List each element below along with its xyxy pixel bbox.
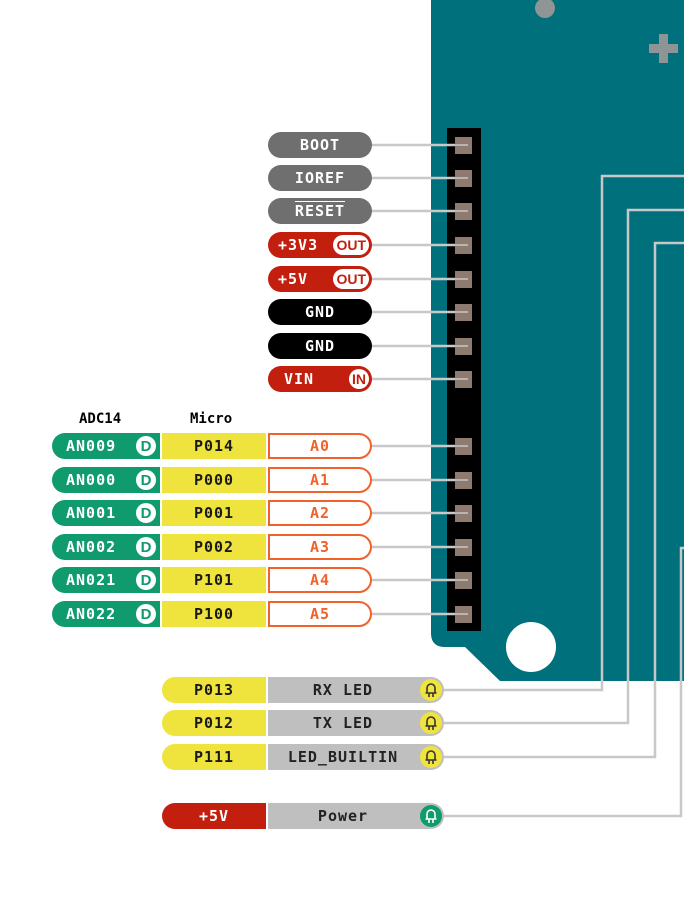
analog-pin-label-text: A5 — [309, 605, 331, 623]
analog-pin-label-text: A3 — [309, 538, 331, 556]
micro-pin-label-text: P101 — [193, 571, 235, 589]
trace-rx-led — [444, 174, 684, 692]
analog-pin-label: A0 — [268, 433, 372, 459]
led-label-text: LED_BUILTIN — [287, 748, 399, 766]
micro-pin-label: P000 — [162, 467, 266, 493]
pin-label-reset-text: RESET — [294, 202, 346, 220]
led-icon — [420, 746, 442, 768]
micro-pin-label-text: P014 — [193, 437, 235, 455]
analog-pin-label-text: A1 — [309, 471, 331, 489]
column-header-adc: ADC14 — [79, 411, 122, 427]
pin-label-5v: +5V OUT — [268, 266, 372, 292]
adc-channel-label-text: AN022 — [66, 605, 117, 623]
analog-pin-label-text: A0 — [309, 437, 331, 455]
led-icon — [420, 679, 442, 701]
led-micro-pin-label-text: P111 — [193, 748, 235, 766]
analog-pin-label: A2 — [268, 500, 372, 526]
pin-label-boot-text: BOOT — [299, 136, 341, 154]
pin-label-vin-text: VIN — [284, 370, 315, 388]
led-icon — [420, 805, 442, 827]
digital-badge-icon: D — [136, 570, 156, 590]
pin-label-boot: BOOT — [268, 132, 372, 158]
adc-channel-label-text: AN001 — [66, 504, 117, 522]
led-micro-pin-label-text: P012 — [193, 714, 235, 732]
analog-pin-label: A4 — [268, 567, 372, 593]
plus-marking-icon — [649, 34, 678, 63]
led-label-text: TX LED — [312, 714, 374, 732]
digital-badge-icon: D — [136, 470, 156, 490]
digital-badge-icon: D — [136, 436, 156, 456]
pin-label-gnd: GND — [268, 333, 372, 359]
micro-pin-label: P014 — [162, 433, 266, 459]
adc-channel-label: AN001 D — [52, 500, 160, 526]
adc-channel-label-text: AN009 — [66, 437, 117, 455]
trace-tx-led — [444, 208, 684, 725]
micro-pin-label: P101 — [162, 567, 266, 593]
analog-pin-label: A3 — [268, 534, 372, 560]
led-micro-pin-label: +5V — [162, 803, 266, 829]
adc-channel-label: AN002 D — [52, 534, 160, 560]
adc-channel-label: AN009 D — [52, 433, 160, 459]
led-micro-pin-label-text: P013 — [193, 681, 235, 699]
led-icon — [420, 712, 442, 734]
micro-pin-label: P100 — [162, 601, 266, 627]
led-label: TX LED — [268, 710, 444, 736]
led-micro-pin-label-text: +5V — [198, 807, 230, 825]
micro-pin-label: P002 — [162, 534, 266, 560]
pin-label-gnd: GND — [268, 299, 372, 325]
pin-label-3v3-text: +3V3 — [278, 236, 319, 254]
micro-pin-label-text: P100 — [193, 605, 235, 623]
digital-badge-icon: D — [136, 537, 156, 557]
led-micro-pin-label: P012 — [162, 710, 266, 736]
digital-badge-icon: D — [136, 503, 156, 523]
analog-pin-label: A1 — [268, 467, 372, 493]
led-label-text: Power — [317, 807, 369, 825]
pin-label-ioref-text: IOREF — [294, 169, 346, 187]
adc-channel-label-text: AN000 — [66, 471, 117, 489]
pin-label-3v3: +3V3 OUT — [268, 232, 372, 258]
pin-label-vin: VIN IN — [268, 366, 372, 392]
led-label: Power — [268, 803, 444, 829]
board-outline — [431, 0, 684, 681]
led-micro-pin-label: P013 — [162, 677, 266, 703]
pin-label-ioref: IOREF — [268, 165, 372, 191]
adc-channel-label: AN022 D — [52, 601, 160, 627]
micro-pin-label-text: P001 — [193, 504, 235, 522]
adc-channel-label: AN021 D — [52, 567, 160, 593]
analog-pin-label-text: A2 — [309, 504, 331, 522]
pin-label-gnd-text: GND — [304, 337, 336, 355]
analog-pin-label-text: A4 — [309, 571, 331, 589]
adc-channel-label: AN000 D — [52, 467, 160, 493]
direction-badge: IN — [349, 369, 369, 389]
micro-pin-label-text: P000 — [193, 471, 235, 489]
led-label-text: RX LED — [312, 681, 374, 699]
led-micro-pin-label: P111 — [162, 744, 266, 770]
digital-badge-icon: D — [136, 604, 156, 624]
pin-label-5v-text: +5V — [278, 270, 309, 288]
pin-label-reset: RESET — [268, 198, 372, 224]
micro-pin-label-text: P002 — [193, 538, 235, 556]
board-dot — [535, 0, 555, 18]
led-label: LED_BUILTIN — [268, 744, 444, 770]
trace-led-builtin — [444, 241, 684, 759]
trace-power-led — [444, 546, 684, 818]
pin-label-gnd-text: GND — [304, 303, 336, 321]
led-label: RX LED — [268, 677, 444, 703]
adc-channel-label-text: AN002 — [66, 538, 117, 556]
direction-badge: OUT — [333, 235, 369, 255]
adc-channel-label-text: AN021 — [66, 571, 117, 589]
direction-badge: OUT — [333, 269, 369, 289]
column-header-micro: Micro — [190, 411, 233, 427]
mounting-hole — [506, 622, 556, 672]
micro-pin-label: P001 — [162, 500, 266, 526]
analog-pin-label: A5 — [268, 601, 372, 627]
